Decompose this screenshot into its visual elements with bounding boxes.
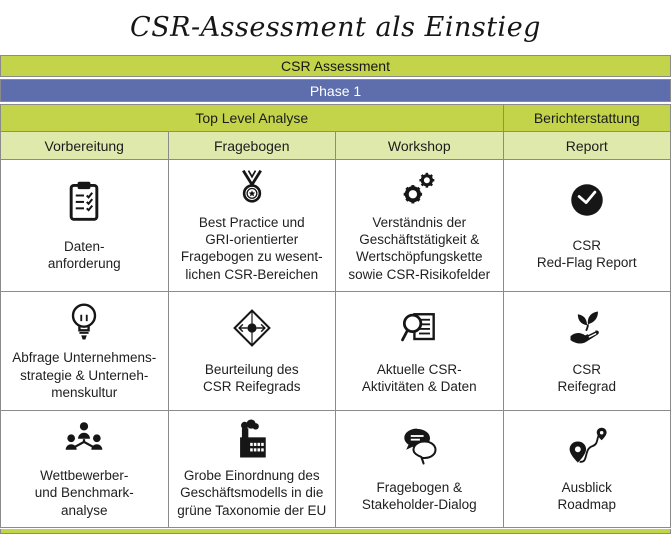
- cell-ausblick-roadmap: Ausblick Roadmap: [503, 411, 670, 527]
- speech-bubbles-icon: [397, 425, 441, 469]
- cell-csr-red-flag-report: CSR Red-Flag Report: [503, 160, 670, 291]
- cell-label: Fragebogen & Stakeholder-Dialog: [361, 479, 477, 512]
- cell-beurteilung-csr-reifegrad: Beurteilung des CSR Reifegrads: [168, 292, 335, 410]
- cell-label: Best Practice und GRI-orientierter Frage…: [180, 214, 323, 282]
- column-header-label: Workshop: [387, 137, 451, 154]
- cell-verstaendnis-geschaeftstaetigkeit: Verständnis der Geschäftstätigkeit & Wer…: [336, 160, 503, 291]
- diamond-target-icon: [230, 306, 274, 350]
- cell-label: Wettbewerber- und Benchmark- analyse: [34, 468, 134, 518]
- clock-icon: [566, 179, 608, 221]
- assessment-table: Top Level Analyse Berichterstattung Vorb…: [0, 104, 671, 528]
- cell-label: CSR Red-Flag Report: [536, 237, 637, 271]
- cell-label: Daten- anforderung: [47, 238, 121, 271]
- cell-csr-reifegrad: CSR Reifegrad: [503, 292, 670, 410]
- cell-abfrage-unternehmensstrategie: Abfrage Unternehmens- strategie & Untern…: [1, 292, 168, 410]
- column-header-fragebogen: Fragebogen: [168, 132, 335, 159]
- banner-csr-assessment-label: CSR Assessment: [281, 58, 390, 74]
- cell-label: Grobe Einordnung des Geschäftsmodells in…: [177, 468, 327, 518]
- medal-icon: [231, 168, 273, 210]
- gears-icon: [398, 168, 440, 210]
- seedling-hand-icon: [565, 306, 609, 350]
- route-pins-icon: [565, 425, 609, 469]
- banner-phase-1-label: Phase 1: [309, 82, 362, 99]
- lightbulb-icon: [62, 301, 106, 345]
- column-header-workshop: Workshop: [336, 132, 503, 159]
- cell-taxonomie-einordnung: Grobe Einordnung des Geschäftsmodells in…: [168, 411, 335, 527]
- banner-csr-assessment: CSR Assessment: [0, 55, 671, 77]
- factory-icon: [230, 419, 274, 463]
- page-title: CSR-Assessment als Einstieg: [130, 12, 541, 43]
- title-area: CSR-Assessment als Einstieg: [0, 0, 671, 55]
- group-header-top-level-analyse: Top Level Analyse: [1, 105, 503, 131]
- cell-label: Beurteilung des CSR Reifegrads: [202, 361, 301, 395]
- column-header-vorbereitung: Vorbereitung: [1, 132, 168, 159]
- group-header-label: Berichterstattung: [533, 110, 640, 126]
- column-header-label: Report: [565, 137, 608, 154]
- cell-label: Abfrage Unternehmens- strategie & Untern…: [12, 350, 157, 400]
- cell-label: Verständnis der Geschäftstätigkeit & Wer…: [348, 214, 491, 282]
- magnifier-document-icon: [397, 306, 441, 350]
- column-header-label: Vorbereitung: [44, 137, 124, 154]
- banner-phase-1: Phase 1: [0, 79, 671, 102]
- clipboard-icon: [62, 179, 106, 223]
- cell-label: Ausblick Roadmap: [557, 479, 617, 512]
- cell-aktuelle-csr-aktivitaeten: Aktuelle CSR- Aktivitäten & Daten: [336, 292, 503, 410]
- cell-wettbewerber-benchmark: Wettbewerber- und Benchmark- analyse: [1, 411, 168, 527]
- people-network-icon: [62, 419, 106, 463]
- cell-fragebogen-stakeholder-dialog: Fragebogen & Stakeholder-Dialog: [336, 411, 503, 527]
- column-header-label: Fragebogen: [213, 137, 290, 154]
- cell-label: CSR Reifegrad: [557, 361, 617, 395]
- cell-best-practice-fragebogen: Best Practice und GRI-orientierter Frage…: [168, 160, 335, 291]
- group-header-berichterstattung: Berichterstattung: [503, 105, 670, 131]
- column-header-report: Report: [503, 132, 670, 159]
- group-header-label: Top Level Analyse: [195, 110, 309, 126]
- cell-daten-anforderung: Daten- anforderung: [1, 160, 168, 291]
- cell-label: Aktuelle CSR- Aktivitäten & Daten: [361, 361, 477, 395]
- bottom-accent-bar: [0, 529, 671, 534]
